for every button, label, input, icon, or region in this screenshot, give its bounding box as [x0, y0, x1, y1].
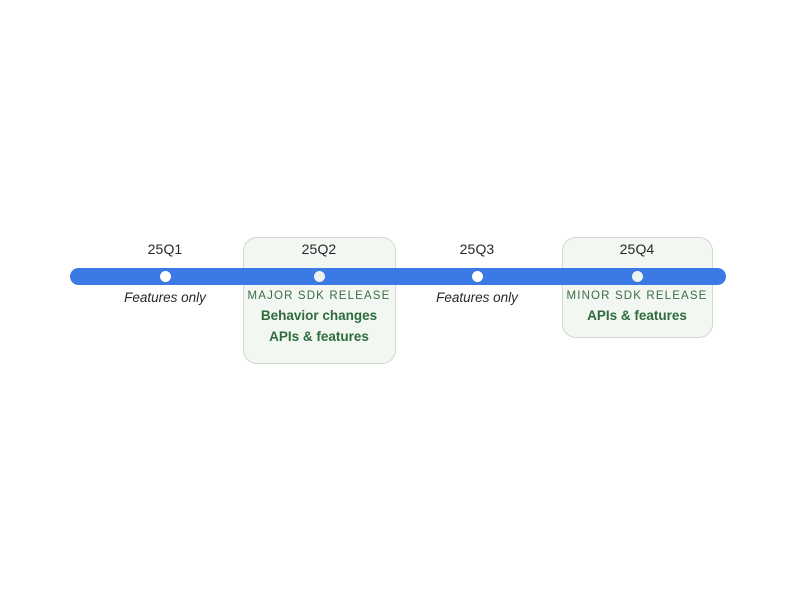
- quarter-label-q1: 25Q1: [147, 241, 183, 257]
- quarter-label-q3: 25Q3: [459, 241, 495, 257]
- release-line-q4-0: APIs & features: [587, 308, 687, 323]
- timeline-bar: [70, 268, 726, 285]
- milestone-note-q1: Features only: [124, 290, 206, 305]
- timeline-dot-q4[interactable]: [632, 271, 643, 282]
- quarter-label-q4: 25Q4: [619, 241, 655, 257]
- release-heading-q2: MAJOR SDK RELEASE: [247, 290, 391, 302]
- timeline-dot-q3[interactable]: [472, 271, 483, 282]
- release-line-q2-0: Behavior changes: [260, 308, 378, 323]
- timeline-dot-q2[interactable]: [314, 271, 325, 282]
- release-line-q2-1: APIs & features: [269, 329, 369, 344]
- quarter-label-q2: 25Q2: [301, 241, 337, 257]
- milestone-note-q3: Features only: [436, 290, 518, 305]
- milestone-card-q4[interactable]: [562, 237, 713, 338]
- milestone-body-q2: MAJOR SDK RELEASE Behavior changes APIs …: [239, 290, 399, 344]
- release-heading-q4: MINOR SDK RELEASE: [566, 290, 708, 302]
- timeline-dot-q1[interactable]: [160, 271, 171, 282]
- milestone-card-q2[interactable]: [243, 237, 396, 364]
- milestone-body-q4: MINOR SDK RELEASE APIs & features: [557, 290, 717, 323]
